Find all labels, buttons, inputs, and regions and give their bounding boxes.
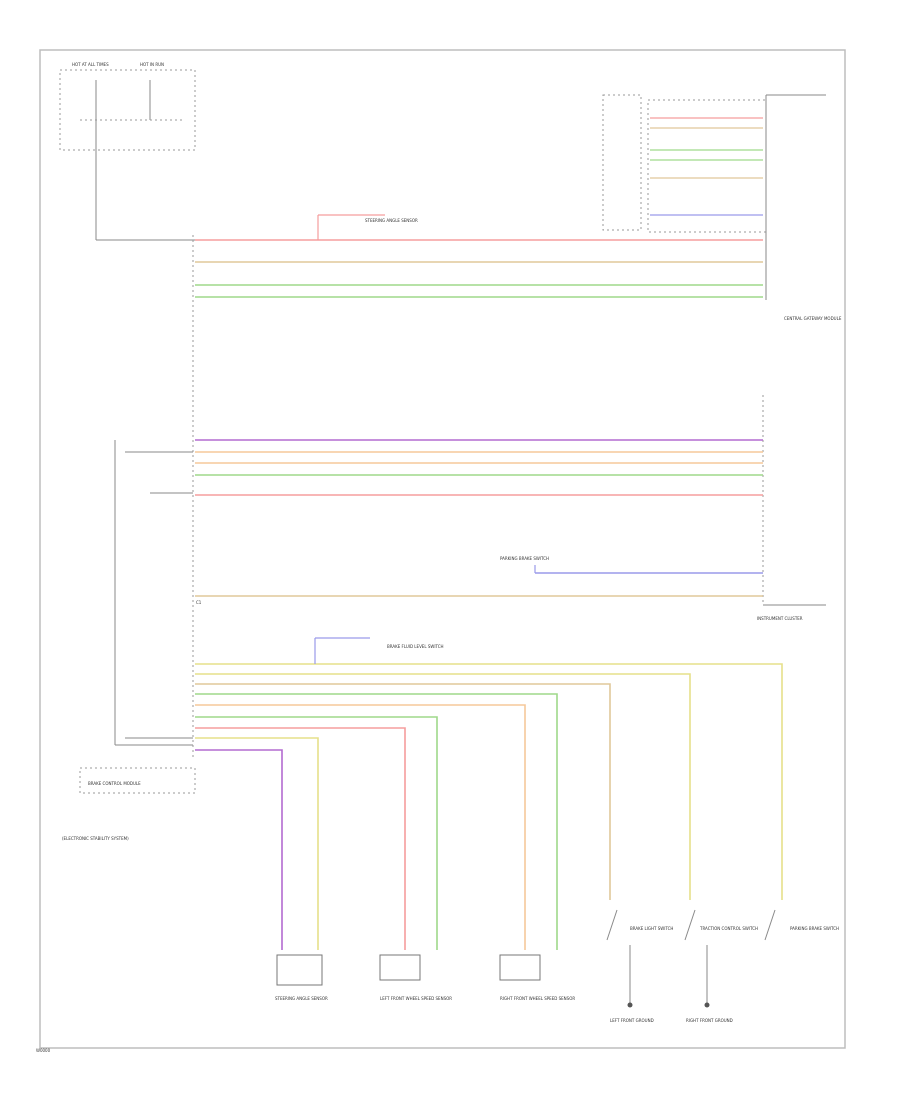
switch-brake-light-label: BRAKE LIGHT SWITCH [630, 926, 673, 931]
sensor-left-wheel: LEFT FRONT WHEEL SPEED SENSOR [379, 954, 452, 1001]
sensor-steering-label: STEERING ANGLE SENSOR [275, 996, 328, 1001]
wire-bot-green1 [195, 693, 558, 950]
wire-bot-red [195, 727, 406, 950]
wire-bot-yellow2 [195, 673, 691, 900]
footer-code: W0000 [36, 1048, 51, 1053]
switch-parking-brake: PARKING BRAKE SWITCH [764, 909, 839, 941]
ground-left-front-point [627, 1002, 633, 1008]
wire-bot-green2 [195, 716, 438, 950]
top-right-module-label: CENTRAL GATEWAY MODULE [784, 316, 842, 321]
ground-right-front: RIGHT FRONT GROUND [686, 945, 733, 1023]
bottom-right-module: INSTRUMENT CLUSTER [757, 395, 826, 621]
sensor-right-wheel-label: RIGHT FRONT WHEEL SPEED SENSOR [500, 996, 575, 1001]
wire-bot-yellow3 [195, 737, 319, 950]
wire-bot-purple [195, 749, 283, 950]
ground-right-front-label: RIGHT FRONT GROUND [686, 1018, 733, 1023]
wire-bot-tan1 [195, 683, 611, 900]
diagram-frame [39, 49, 846, 1049]
switch-traction-label: TRACTION CONTROL SWITCH [699, 926, 758, 931]
wire-bot-yellow1 [195, 663, 783, 900]
ground-right-front-point [704, 1002, 710, 1008]
top-right-module: CENTRAL GATEWAY MODULE [602, 94, 842, 321]
switch-parking-brake-label: PARKING BRAKE SWITCH [790, 926, 839, 931]
sensor-left-wheel-label: LEFT FRONT WHEEL SPEED SENSOR [380, 996, 452, 1001]
ground-left-front-label: LEFT FRONT GROUND [610, 1018, 654, 1023]
connector-label-top: C1 [196, 600, 202, 605]
switch-brake-light: BRAKE LIGHT SWITCH [606, 909, 673, 941]
sensor-steering: STEERING ANGLE SENSOR [275, 954, 328, 1001]
fuse-box-label-a: HOT AT ALL TIMES [72, 62, 109, 67]
fuse-box: HOT AT ALL TIMES HOT IN RUN [59, 62, 196, 241]
splice-label-top: STEERING ANGLE SENSOR [365, 218, 418, 223]
switch-traction: TRACTION CONTROL SWITCH [684, 909, 758, 941]
bottom-right-module-label: INSTRUMENT CLUSTER [757, 616, 803, 621]
sensor-right-wheel: RIGHT FRONT WHEEL SPEED SENSOR [499, 954, 575, 1001]
fuse-box-label-b: HOT IN RUN [140, 62, 164, 67]
splice-label-low: BRAKE FLUID LEVEL SWITCH [387, 644, 444, 649]
splice-label-mid: PARKING BRAKE SWITCH [500, 556, 549, 561]
left-module-label: BRAKE CONTROL MODULE [88, 781, 141, 786]
ground-left-front: LEFT FRONT GROUND [610, 945, 654, 1023]
left-module-sub-label: (ELECTRONIC STABILITY SYSTEM) [62, 836, 129, 841]
wire-bot-orange [195, 704, 526, 950]
wire-group [195, 117, 783, 950]
